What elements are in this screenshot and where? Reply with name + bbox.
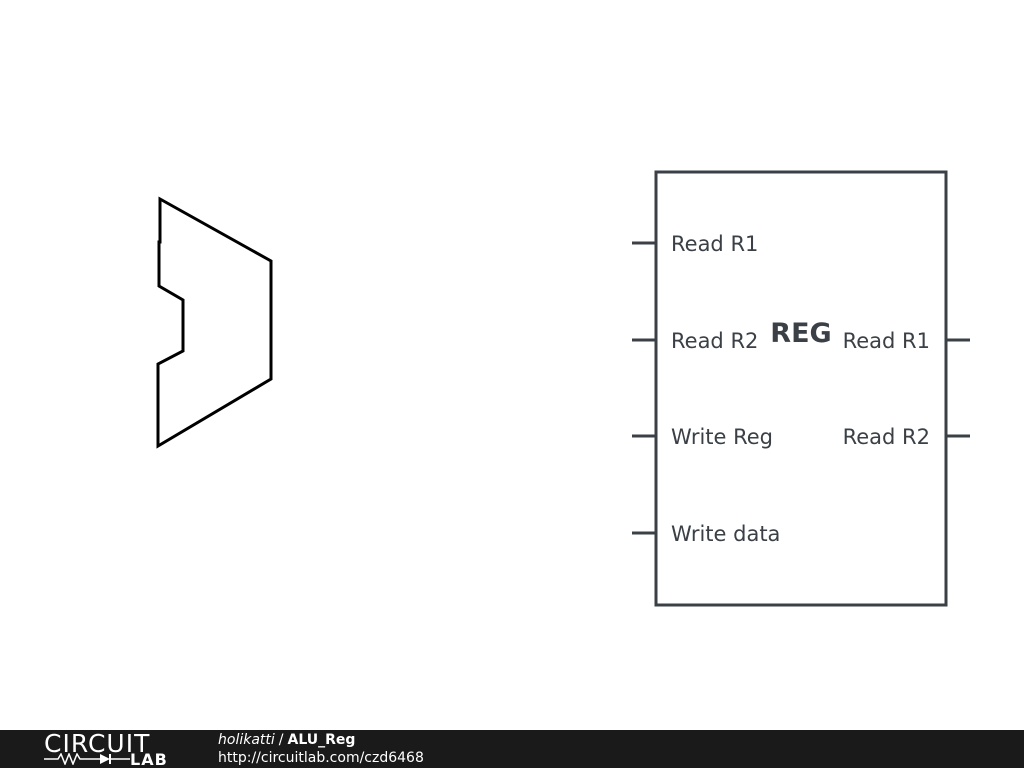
footer-bar: CIRCUIT LAB holikatti/ALU_Reg http://cir… — [0, 729, 1024, 769]
input-label-write-data: Write data — [671, 522, 780, 546]
resistor-diode-icon — [44, 753, 130, 765]
logo-text-circuit: CIRCUIT — [44, 729, 151, 758]
footer-title-line: holikatti/ALU_Reg — [218, 731, 424, 749]
input-label-write-reg: Write Reg — [671, 425, 773, 449]
input-label-read-r1: Read R1 — [671, 232, 758, 256]
input-label-read-r2: Read R2 — [671, 329, 758, 353]
output-label-read-r2: Read R2 — [843, 425, 930, 449]
register-file-title: REG — [770, 318, 831, 349]
alu-icon — [156, 196, 273, 449]
logo-text-lab: LAB — [130, 750, 168, 769]
output-label-read-r1: Read R1 — [843, 329, 930, 353]
circuitlab-logo[interactable]: CIRCUIT LAB — [42, 729, 182, 769]
project-name[interactable]: ALU_Reg — [287, 732, 356, 748]
schematic-canvas: Read R1 Read R2 Write Reg Write data Rea… — [156, 170, 970, 607]
register-file-box — [654, 170, 948, 607]
footer-info: holikatti/ALU_Reg http://circuitlab.com/… — [218, 731, 424, 767]
separator: / — [278, 732, 284, 748]
footer-url[interactable]: http://circuitlab.com/czd6468 — [218, 750, 424, 766]
author-link[interactable]: holikatti — [218, 732, 275, 748]
